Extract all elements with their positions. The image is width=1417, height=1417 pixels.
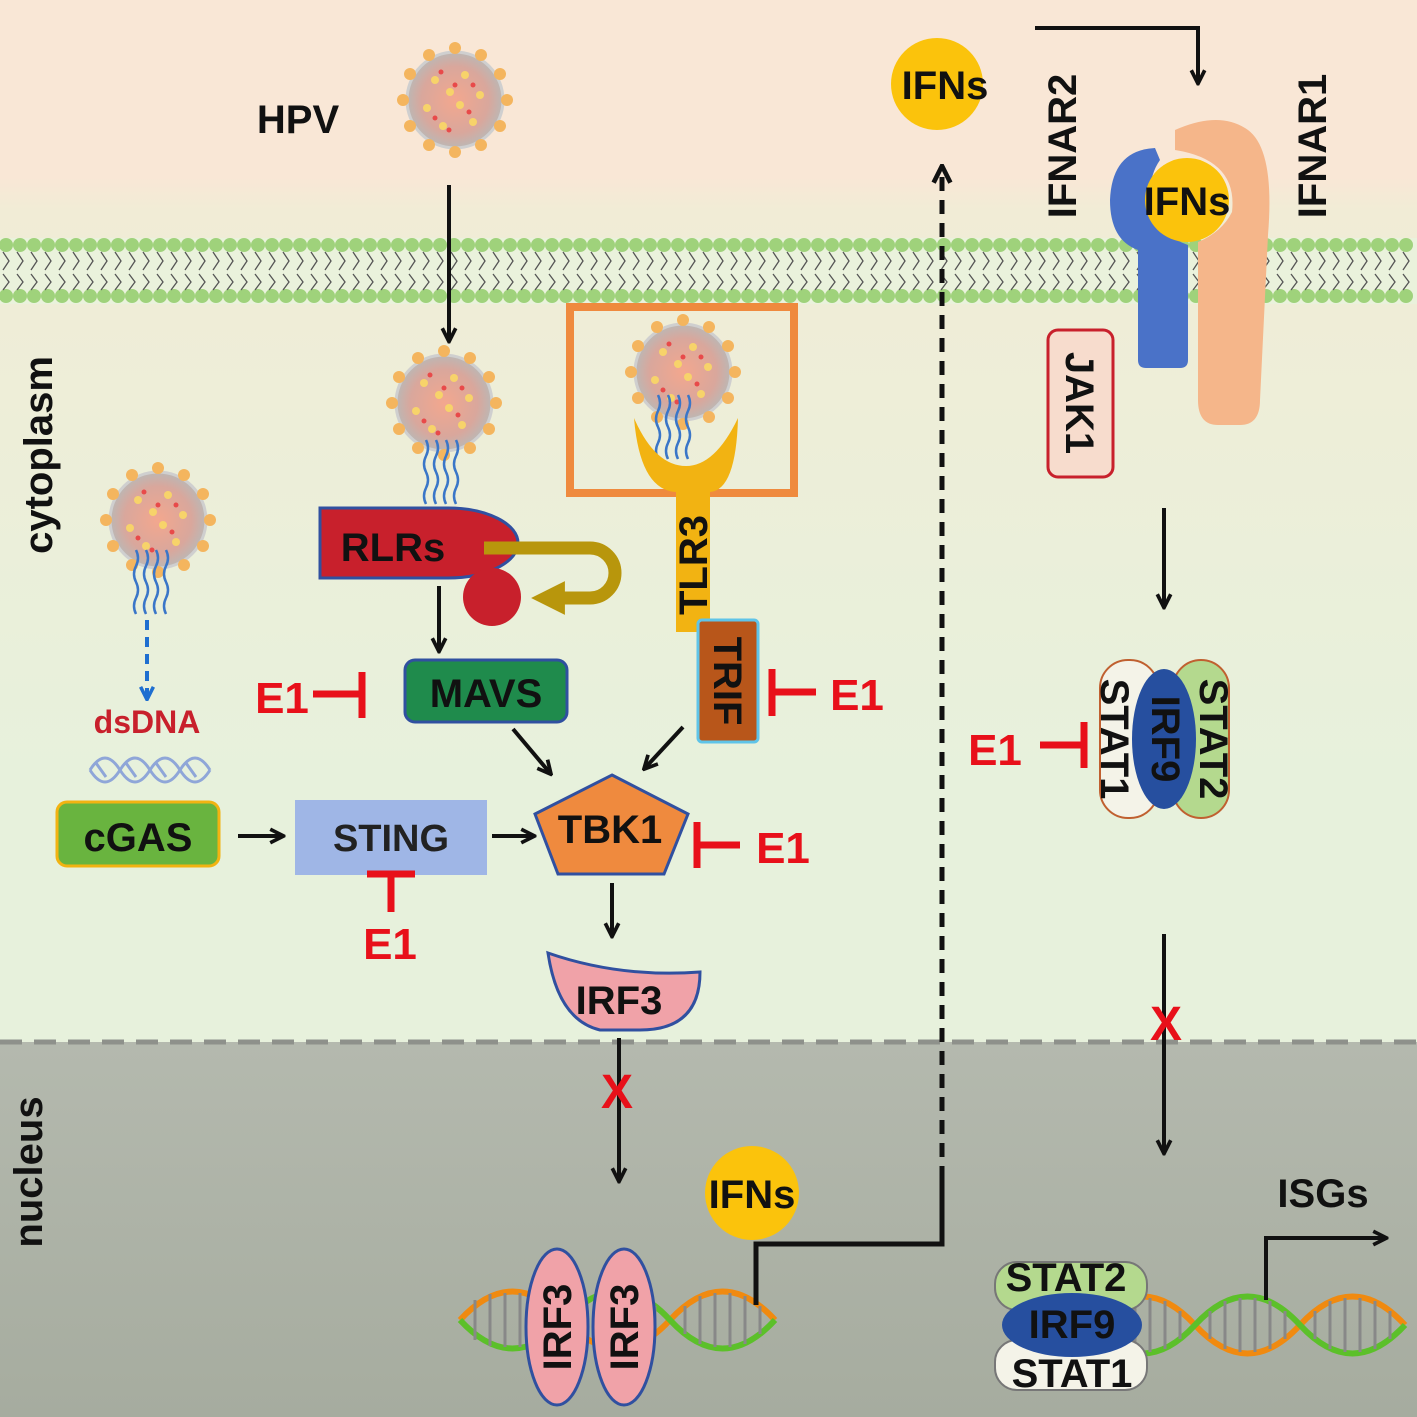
ifns-secreted-node bbox=[891, 38, 983, 130]
isgf3-complex bbox=[1099, 659, 1230, 819]
ifns-bound-node bbox=[1145, 158, 1229, 242]
sting-label: STING bbox=[333, 818, 449, 860]
ifns-bound-label: IFNs bbox=[1144, 180, 1231, 224]
e1-tbk1-inhibition bbox=[693, 822, 740, 868]
irf9-label: IRF9 bbox=[1143, 696, 1187, 783]
isgs-label: ISGs bbox=[1277, 1172, 1368, 1216]
e1-sting-inhibition bbox=[367, 870, 415, 912]
sting-node bbox=[295, 800, 487, 875]
ifn-transcription-line bbox=[753, 1180, 945, 1305]
jak1-label: JAK1 bbox=[1057, 352, 1101, 454]
e1-mavs-label: E1 bbox=[255, 674, 309, 723]
irf3-label: IRF3 bbox=[576, 979, 663, 1023]
rlrs-label: RLRs bbox=[341, 526, 445, 570]
isgf3-import-blocked-mark: X bbox=[1150, 998, 1182, 1051]
stat2-label: STAT2 bbox=[1191, 679, 1235, 800]
ifn-binding-arrow bbox=[1035, 26, 1198, 82]
ifns-nucleus-node bbox=[705, 1146, 799, 1240]
tbk1-label: TBK1 bbox=[558, 808, 662, 852]
e1-isgf3-label: E1 bbox=[968, 726, 1022, 775]
mavs-to-tbk1-arrow bbox=[511, 727, 550, 773]
irf3-node bbox=[546, 950, 702, 1032]
irf3-dimer-label-right: IRF3 bbox=[603, 1284, 647, 1371]
tlr3-feedback-loop bbox=[484, 541, 622, 615]
e1-isgf3-inhibition bbox=[1040, 722, 1088, 768]
tlr3-label: TLR3 bbox=[672, 515, 716, 615]
tbk1-node bbox=[533, 773, 690, 876]
stat1-label: STAT1 bbox=[1092, 679, 1136, 800]
jak1-node bbox=[1046, 328, 1115, 479]
isgf3-dna-complex bbox=[994, 1261, 1148, 1391]
e1-tbk1-label: E1 bbox=[756, 824, 810, 873]
dsdna-icon bbox=[88, 756, 212, 784]
dsdna-label: dsDNA bbox=[94, 704, 201, 740]
e1-trif-label: E1 bbox=[830, 671, 884, 720]
irf3-import-blocked-mark: X bbox=[601, 1066, 633, 1119]
hpv-label: HPV bbox=[257, 98, 340, 142]
isg-transcription-arrow bbox=[1264, 1238, 1385, 1300]
stat1-nucleus-label: STAT1 bbox=[1012, 1352, 1133, 1396]
irf3-dimer bbox=[524, 1247, 657, 1407]
cytoplasm-label: cytoplasm bbox=[17, 356, 61, 554]
ifnar2-receptor bbox=[1110, 148, 1188, 368]
e1-sting-label: E1 bbox=[363, 920, 417, 969]
mavs-node bbox=[403, 658, 569, 724]
ifnar2-label: IFNAR2 bbox=[1041, 74, 1085, 218]
trif-to-tbk1-arrow bbox=[645, 725, 685, 768]
ligand-dot bbox=[463, 568, 521, 626]
e1-trif-inhibition bbox=[768, 669, 816, 716]
trif-node bbox=[696, 618, 760, 744]
irf9-nucleus-label: IRF9 bbox=[1029, 1303, 1116, 1347]
ifnar1-receptor bbox=[1175, 120, 1270, 425]
ifns-nucleus-label: IFNs bbox=[709, 1173, 796, 1217]
e1-mavs-inhibition bbox=[313, 672, 366, 718]
tlr3-receptor bbox=[634, 418, 738, 632]
ifns-secreted-label: IFNs bbox=[902, 64, 989, 108]
irf3-dimer-label-left: IRF3 bbox=[536, 1284, 580, 1371]
stat2-nucleus-label: STAT2 bbox=[1006, 1256, 1127, 1300]
trif-label: TRIF bbox=[705, 637, 749, 726]
cgas-label: cGAS bbox=[84, 816, 193, 860]
mavs-label: MAVS bbox=[430, 672, 543, 716]
ifnar1-label: IFNAR1 bbox=[1291, 74, 1335, 218]
nucleus-region bbox=[0, 1042, 1417, 1417]
nucleus-label: nucleus bbox=[7, 1096, 51, 1247]
cgas-node bbox=[55, 800, 221, 868]
